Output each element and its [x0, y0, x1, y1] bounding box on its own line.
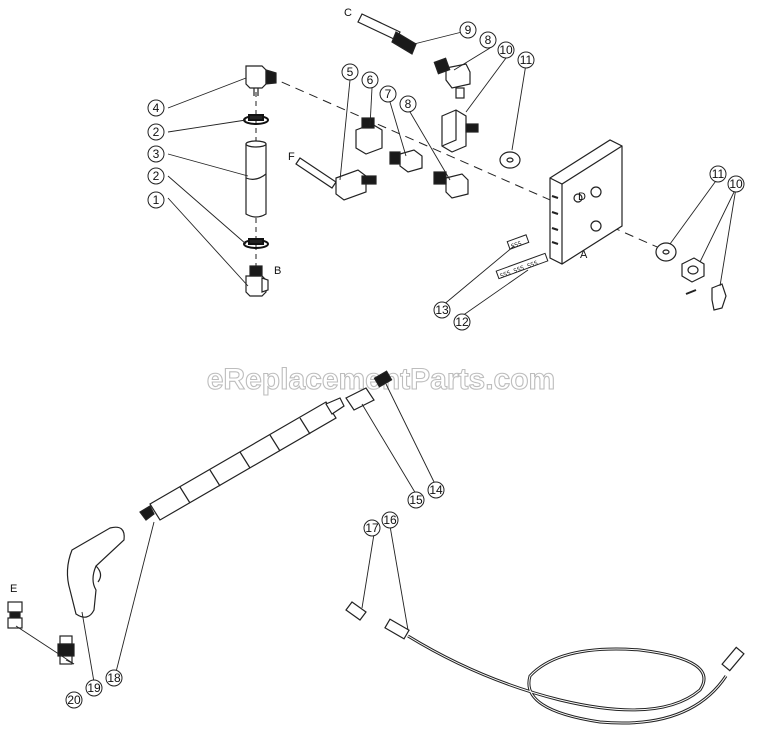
elbow-fitting-top [433, 57, 471, 99]
callout-20: 20 [65, 691, 83, 709]
callout-1: 1 [147, 191, 165, 209]
pipe-c [357, 13, 417, 55]
callout-3: 3 [147, 145, 165, 163]
leader-lines [15, 29, 737, 683]
mounting-plate [549, 139, 623, 265]
svg-text:3: 3 [153, 147, 160, 161]
high-pressure-hose [345, 601, 745, 725]
callout-7: 7 [379, 85, 397, 103]
swivel-fitting-20 [57, 635, 75, 665]
callout-4: 4 [147, 99, 165, 117]
letter-c: C [344, 7, 352, 19]
callout-14: 14 [427, 481, 445, 499]
callouts: 1 2 2 3 4 5 6 7 8 8 9 10 10 11 11 12 13 … [65, 21, 745, 709]
hex-nut [681, 257, 705, 283]
callout-12: 12 [453, 313, 471, 331]
svg-text:19: 19 [87, 681, 101, 695]
svg-text:12: 12 [455, 315, 469, 329]
svg-text:7: 7 [385, 87, 392, 101]
decal-labels: SSS SSS SSS SSS [495, 234, 549, 280]
svg-text:9: 9 [465, 23, 472, 37]
svg-text:2: 2 [153, 125, 160, 139]
swivel-fitting-e [7, 601, 23, 629]
washer-upper [499, 151, 521, 169]
callout-6: 6 [361, 71, 379, 89]
top-elbow-fitting [245, 65, 277, 96]
callout-19: 19 [85, 679, 103, 697]
callout-17: 17 [363, 519, 381, 537]
svg-text:18: 18 [107, 671, 121, 685]
quick-coupler [345, 370, 393, 411]
spray-gun-handle [66, 526, 125, 618]
svg-text:17: 17 [365, 521, 379, 535]
svg-text:11: 11 [520, 53, 533, 67]
bottom-elbow-fitting [245, 265, 269, 297]
inlet-elbow-assembly [295, 157, 377, 201]
callout-11a: 11 [517, 51, 535, 69]
svg-text:4: 4 [153, 101, 160, 115]
tee-fitting [355, 117, 383, 155]
svg-text:11: 11 [712, 167, 725, 181]
hose-segment [245, 140, 267, 218]
callout-8b: 8 [479, 31, 497, 49]
callout-15: 15 [407, 491, 425, 509]
svg-text:16: 16 [383, 513, 397, 527]
callout-18: 18 [105, 669, 123, 687]
letter-b: B [274, 265, 281, 277]
callout-2a: 2 [147, 123, 165, 141]
svg-text:10: 10 [499, 43, 513, 57]
callout-16: 16 [381, 511, 399, 529]
letter-labels: C F B D A E [10, 7, 588, 595]
letter-a: A [580, 249, 588, 261]
svg-text:8: 8 [405, 97, 412, 111]
svg-text:15: 15 [409, 493, 423, 507]
svg-text:20: 20 [67, 693, 81, 707]
callout-2b: 2 [147, 167, 165, 185]
callout-13: 13 [433, 301, 451, 319]
letter-f: F [288, 151, 295, 163]
tee-block-top [441, 109, 479, 153]
svg-text:14: 14 [429, 483, 443, 497]
letter-e: E [10, 583, 17, 595]
svg-text:SSS: SSS [510, 240, 523, 250]
letter-d: D [578, 191, 586, 203]
washer-right [655, 242, 677, 262]
callout-8a: 8 [399, 95, 417, 113]
svg-text:6: 6 [367, 73, 374, 87]
callout-5: 5 [341, 63, 359, 81]
spray-lance [139, 397, 345, 521]
svg-text:2: 2 [153, 169, 160, 183]
svg-text:1: 1 [153, 193, 160, 207]
callout-10b: 10 [727, 175, 745, 193]
svg-text:8: 8 [485, 33, 492, 47]
lever-key [685, 283, 727, 311]
callout-10a: 10 [497, 41, 515, 59]
callout-11b: 11 [709, 165, 727, 183]
elbow-fitting-lower [433, 171, 469, 199]
clamp-lower [243, 238, 269, 249]
callout-9: 9 [459, 21, 477, 39]
adapter-fitting [389, 149, 423, 173]
svg-text:13: 13 [435, 303, 449, 317]
svg-text:5: 5 [347, 65, 354, 79]
svg-text:10: 10 [729, 177, 743, 191]
